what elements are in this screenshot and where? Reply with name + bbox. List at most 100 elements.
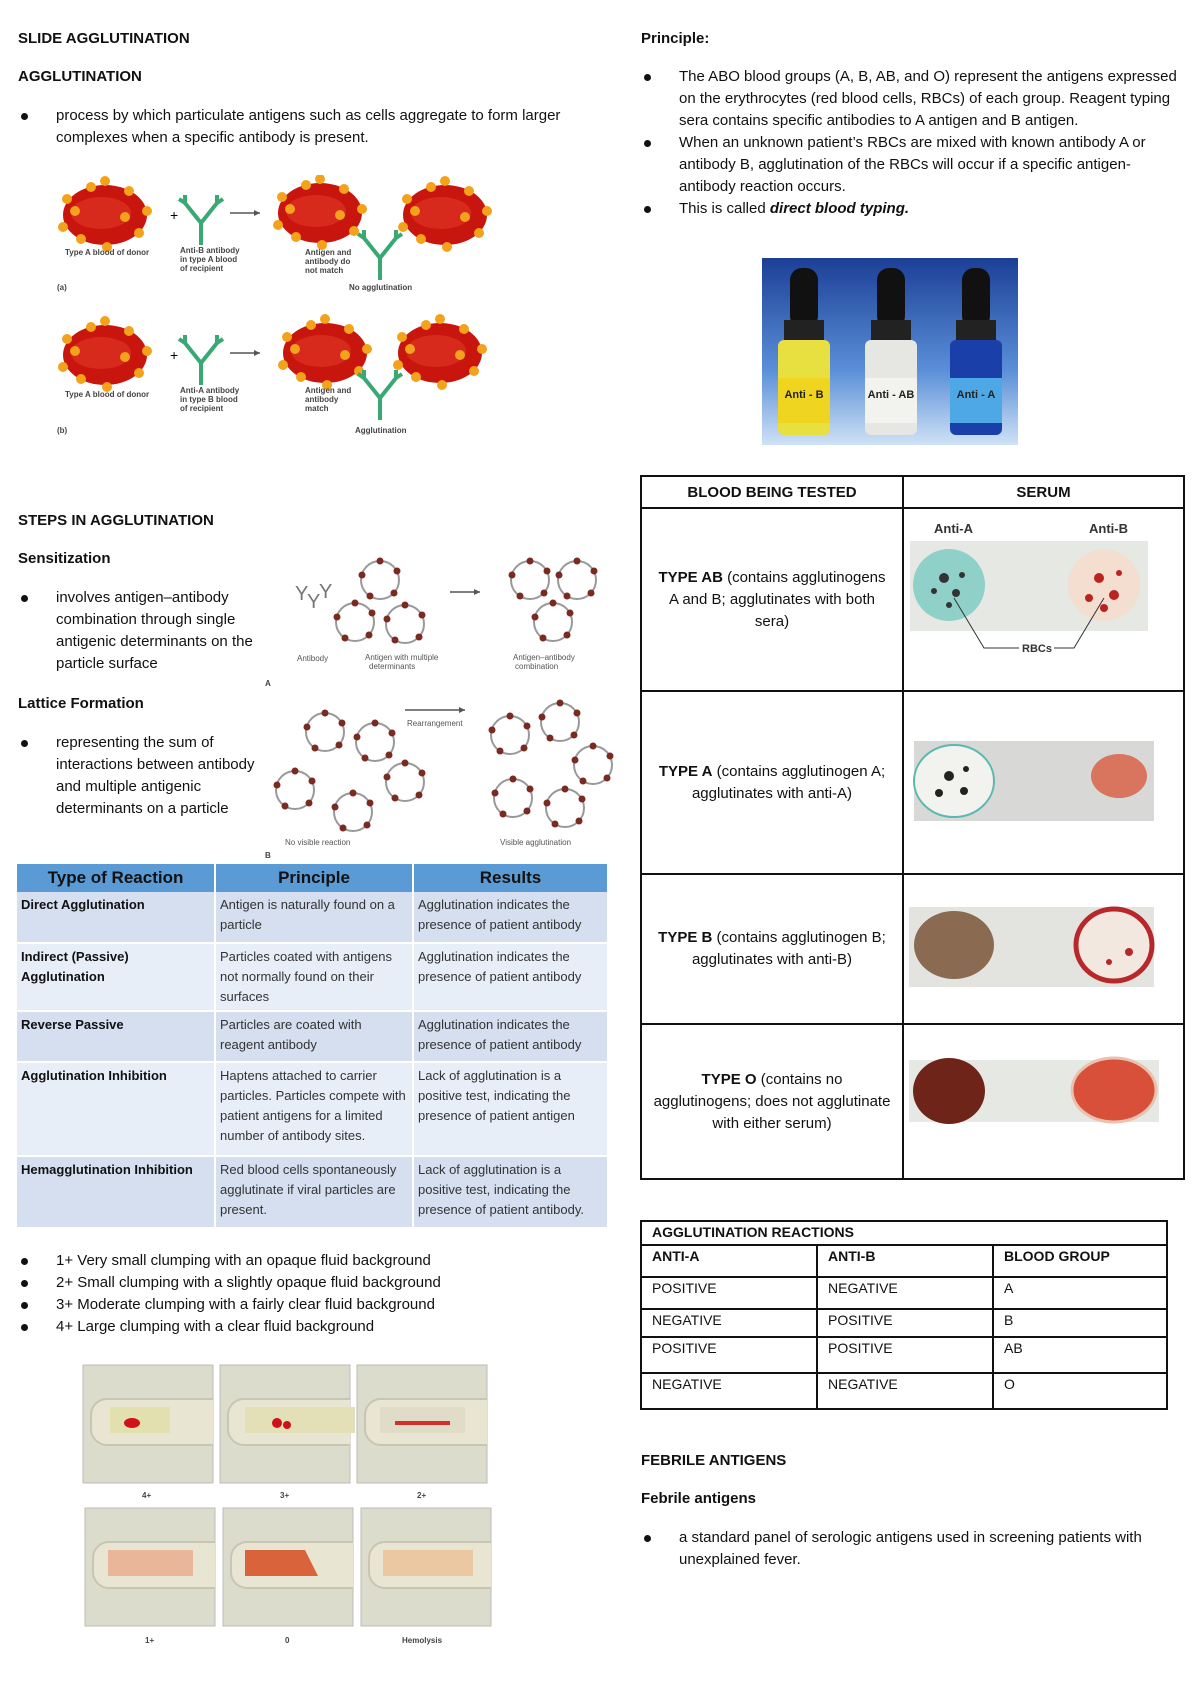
svg-text:not match: not match (305, 266, 343, 275)
bullet-item: This is called direct blood typing. (641, 198, 1186, 220)
agglutination-bullets: process by which particulate antigens su… (18, 105, 578, 149)
svg-text:Type A blood of donor: Type A blood of donor (65, 248, 149, 257)
svg-text:of recipient: of recipient (180, 404, 223, 413)
svg-text:Antigen and: Antigen and (305, 248, 351, 257)
table-title-row: AGGLUTINATION REACTIONS (640, 1220, 1168, 1246)
column-header: Principle (215, 864, 414, 892)
svg-text:A: A (265, 679, 271, 688)
agglutination-figure: + Type A blood of donor Anti-B antibodyi… (57, 175, 492, 435)
bottle-anti-b: Anti - B (778, 268, 830, 435)
febrile-bullets: a standard panel of serologic antigens u… (641, 1527, 1196, 1571)
lattice-heading: Lattice Formation (18, 695, 144, 712)
column-header: Type of Reaction (17, 864, 216, 892)
column-header: BLOOD BEING TESTED (640, 475, 904, 509)
table-row: TYPE B (contains agglutinogen B; aggluti… (640, 873, 1185, 1025)
bullet-item: involves antigen–antibody combination th… (18, 587, 268, 675)
svg-text:Anti-B antibody: Anti-B antibody (180, 246, 240, 255)
bullet-item: representing the sum of interactions bet… (18, 732, 268, 820)
slide-type-b (909, 906, 1155, 987)
svg-text:Agglutination: Agglutination (355, 426, 407, 435)
principle-bullets: The ABO blood groups (A, B, AB, and O) r… (641, 66, 1186, 220)
bullet-item: 1+ Very small clumping with an opaque fl… (18, 1250, 578, 1272)
tube-label: 0 (285, 1636, 290, 1645)
tube-label: 2+ (417, 1491, 426, 1500)
tube-hemolysis (360, 1507, 492, 1627)
bottle-anti-a: Anti - A (950, 268, 1002, 435)
svg-text:antibody: antibody (305, 395, 339, 404)
bullet-item: 4+ Large clumping with a clear fluid bac… (18, 1316, 578, 1338)
svg-text:+: + (170, 347, 178, 363)
document-title: SLIDE AGGLUTINATION (18, 30, 190, 47)
principle-heading: Principle: (641, 30, 710, 47)
svg-text:Anti-B: Anti-B (1089, 521, 1128, 536)
tube-label: 4+ (142, 1491, 151, 1500)
svg-text:antibody do: antibody do (305, 257, 350, 266)
svg-text:Anti-A: Anti-A (934, 521, 974, 536)
slide-type-a (913, 740, 1154, 821)
reaction-types-table: Type of Reaction Principle Results Direc… (17, 864, 609, 1229)
slide-type-ab: Anti-A Anti-B RBCs (910, 521, 1148, 655)
table-row: TYPE A (contains agglutinogen A; aggluti… (640, 690, 1185, 875)
svg-text:Rearrangement: Rearrangement (407, 719, 463, 728)
column-header: Results (413, 864, 609, 892)
direct-blood-typing-term: direct blood typing. (769, 200, 910, 217)
svg-text:RBCs: RBCs (1022, 643, 1052, 655)
svg-text:of recipient: of recipient (180, 264, 223, 273)
bullet-item: 2+ Small clumping with a slightly opaque… (18, 1272, 578, 1294)
steps-heading: STEPS IN AGGLUTINATION (18, 512, 214, 529)
svg-text:Y: Y (319, 581, 332, 603)
febrile-heading: FEBRILE ANTIGENS (641, 1452, 787, 1469)
tube-1plus (84, 1507, 216, 1627)
slide-type-o (909, 1056, 1159, 1124)
column-header: SERUM (902, 475, 1185, 509)
sensitization-heading: Sensitization (18, 550, 111, 567)
bottle-anti-ab: Anti - AB (865, 268, 917, 435)
row-a: + Type A blood of donor Anti-B antibodyi… (57, 175, 492, 292)
svg-text:in type B blood: in type B blood (180, 395, 238, 404)
bullet-item: When an unknown patient’s RBCs are mixed… (641, 132, 1186, 198)
bullet-item: process by which particulate antigens su… (18, 105, 578, 149)
svg-text:Anti - AB: Anti - AB (868, 389, 915, 401)
tube-label: 3+ (280, 1491, 289, 1500)
svg-text:Visible agglutination: Visible agglutination (500, 838, 571, 847)
febrile-subheading: Febrile antigens (641, 1490, 757, 1507)
tube-0 (222, 1507, 354, 1627)
tube-label: 1+ (145, 1636, 154, 1645)
row-b: + Type A blood of donor Anti-A antibodyi… (57, 314, 487, 435)
tube-2plus (356, 1364, 488, 1484)
svg-text:in type A blood: in type A blood (180, 255, 237, 264)
sensitization-bullets: involves antigen–antibody combination th… (18, 587, 268, 675)
svg-text:combination: combination (515, 662, 558, 671)
grade-bullets: 1+ Very small clumping with an opaque fl… (18, 1250, 578, 1338)
bullet-item: 3+ Moderate clumping with a fairly clear… (18, 1294, 578, 1316)
svg-text:(b): (b) (57, 426, 68, 435)
table-row: TYPE O (contains no agglutinogens; does … (640, 1023, 1185, 1180)
svg-text:Anti - B: Anti - B (784, 389, 823, 401)
antisera-bottles-photo: Anti - B Anti - AB Anti - A (762, 258, 1018, 445)
svg-text:No agglutination: No agglutination (349, 283, 412, 292)
lattice-bullets: representing the sum of interactions bet… (18, 732, 268, 820)
svg-text:match: match (305, 404, 329, 413)
svg-text:Antigen–antibody: Antigen–antibody (513, 653, 575, 662)
svg-text:Antigen and: Antigen and (305, 386, 351, 395)
table-header-row: Type of Reaction Principle Results (17, 864, 609, 892)
lattice-diagram: YYY Antibody Antigen with multipledeterm… (265, 556, 615, 860)
tube-4plus (82, 1364, 214, 1484)
svg-text:B: B (265, 851, 271, 860)
bullet-item: a standard panel of serologic antigens u… (641, 1527, 1196, 1571)
tube-3plus (219, 1364, 355, 1484)
svg-text:Type A blood of donor: Type A blood of donor (65, 390, 149, 399)
svg-text:Antigen with multiple: Antigen with multiple (365, 653, 439, 662)
svg-text:Y: Y (295, 583, 308, 605)
